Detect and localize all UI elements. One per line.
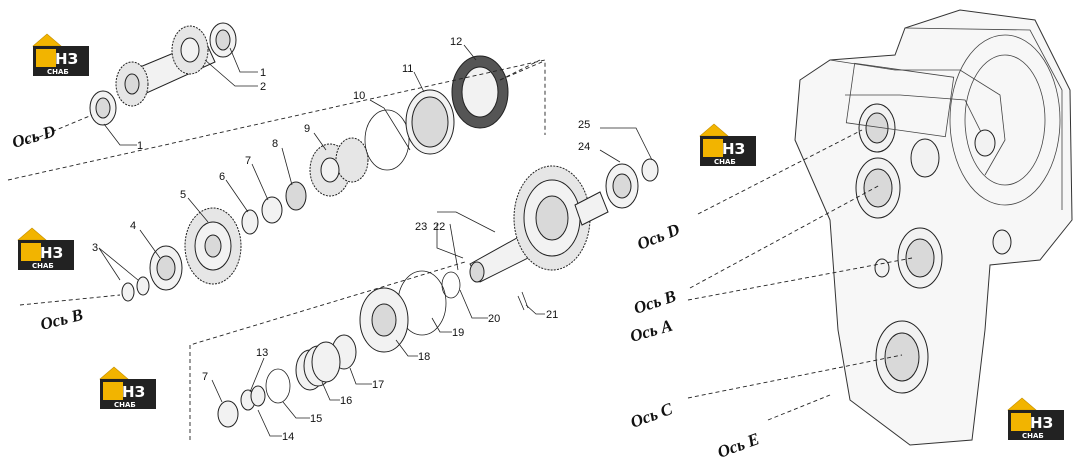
svg-text:СНАБ: СНАБ [114, 401, 136, 409]
callout-13: 13 [256, 347, 268, 359]
callout-1b: 1 [137, 140, 143, 152]
callout-19: 19 [452, 327, 464, 339]
leader-lines [98, 44, 653, 437]
logo-mid-left: НЗ СНАБ [17, 227, 75, 271]
callout-22: 22 [433, 221, 445, 233]
axis-label-d-left: Ось D [10, 121, 58, 151]
callout-21: 21 [546, 309, 558, 321]
callout-6: 6 [219, 171, 225, 183]
svg-text:НЗ: НЗ [1030, 414, 1053, 432]
axis-labels: Ось D Ось B Ось D Ось B Ось A Ось C Ось … [10, 121, 762, 461]
callout-10: 10 [353, 90, 365, 102]
callout-4: 4 [130, 220, 136, 232]
axis-b-parts [121, 55, 509, 302]
svg-text:СНАБ: СНАБ [32, 262, 54, 270]
callout-9: 9 [304, 123, 310, 135]
callout-8: 8 [272, 138, 278, 150]
svg-text:СНАБ: СНАБ [714, 158, 736, 166]
logo-bottom-right: НЗ СНАБ [1007, 397, 1065, 441]
axis-label-e-right: Ось E [715, 429, 762, 462]
callout-2: 2 [260, 81, 266, 93]
callout-7b: 7 [202, 371, 208, 383]
callout-15: 15 [310, 413, 322, 425]
axis-label-d-right: Ось D [634, 220, 682, 254]
axis-a-main-shaft [441, 158, 659, 311]
callout-1a: 1 [260, 67, 266, 79]
axis-c-lower-parts [217, 270, 447, 428]
callout-23: 23 [415, 221, 427, 233]
svg-text:НЗ: НЗ [722, 140, 745, 158]
axis-label-b-left: Ось B [38, 305, 85, 334]
callout-14: 14 [282, 431, 294, 443]
callout-18: 18 [418, 351, 430, 363]
frame-top [7, 59, 546, 181]
callout-17: 17 [372, 379, 384, 391]
axis-label-c-right: Ось C [628, 399, 676, 432]
callout-3: 3 [92, 242, 98, 254]
svg-text:НЗ: НЗ [122, 383, 145, 401]
frame-link [499, 61, 543, 81]
axis-label-b-right: Ось B [631, 286, 678, 317]
svg-text:НЗ: НЗ [40, 244, 63, 262]
frame-bottom [189, 261, 466, 440]
callout-24: 24 [578, 141, 590, 153]
callout-16: 16 [340, 395, 352, 407]
logo-top-left: НЗ СНАБ [32, 33, 90, 77]
svg-text:СНАБ: СНАБ [47, 68, 69, 76]
callout-25: 25 [578, 119, 590, 131]
logo-bottom-left: НЗ СНАБ [99, 366, 157, 410]
callout-20: 20 [488, 313, 500, 325]
callout-numbers: 1 2 1 3 4 5 6 7 8 9 10 11 12 25 24 23 22… [92, 36, 590, 443]
callout-7a: 7 [245, 155, 251, 167]
callout-5: 5 [180, 189, 186, 201]
callout-12: 12 [450, 36, 462, 48]
logo-center-right: НЗ СНАБ [699, 123, 757, 167]
axis-d-shaft-assembly [89, 22, 237, 126]
svg-text:СНАБ: СНАБ [1022, 432, 1044, 440]
callout-11: 11 [402, 63, 413, 75]
svg-text:НЗ: НЗ [55, 50, 78, 68]
axis-label-a-right: Ось A [628, 316, 675, 346]
transmission-housing [794, 9, 1073, 446]
